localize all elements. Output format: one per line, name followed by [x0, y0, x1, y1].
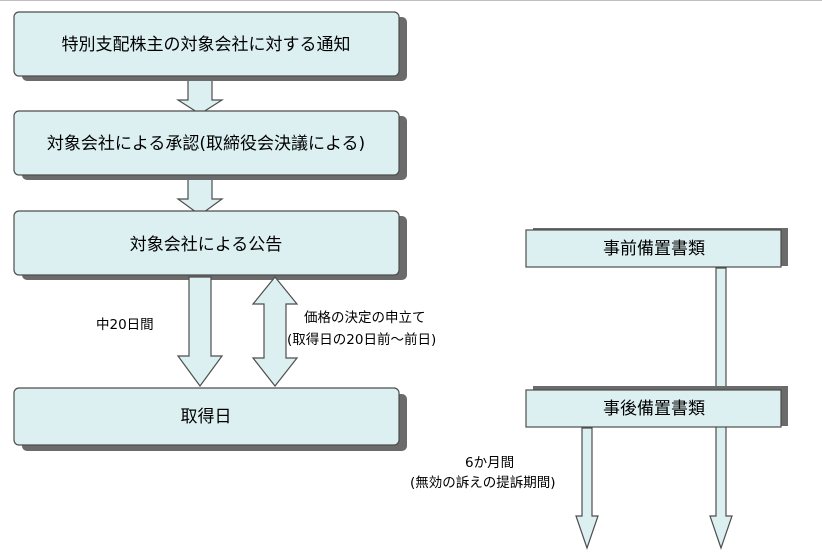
price-petition-double-arrow: [251, 276, 299, 387]
announcement-box-label: 対象会社による公告: [130, 235, 283, 255]
approval-box: 対象会社による承認(取締役会決議による): [13, 110, 407, 180]
approval-box-body: [13, 110, 400, 176]
announcement-box: 対象会社による公告: [13, 210, 407, 280]
pre-documents-box-label: 事前備置書類: [603, 239, 705, 259]
notice-box-body: [13, 11, 400, 77]
interval-label: 中20日間: [96, 317, 154, 333]
price-petition-label-line1: 価格の決定の申立て: [304, 310, 426, 326]
top-border-line: [0, 0, 822, 1]
pre-documents-box-body: [525, 229, 782, 268]
acquisition-date-box-label: 取得日: [181, 407, 232, 427]
period-down-arrow: [575, 427, 599, 550]
approval-box-label: 対象会社による承認(取締役会決議による): [47, 134, 365, 154]
period-label-line1: 6か月間: [465, 455, 514, 471]
down-arrow-approval-to-announcement: [176, 176, 224, 216]
interval-down-arrow: [176, 276, 224, 388]
price-petition-label-line2: (取得日の20日前～前日): [287, 331, 436, 348]
post-documents-box-label: 事後備置書類: [603, 399, 705, 419]
notice-box-label: 特別支配株主の対象会社に対する通知: [62, 35, 351, 55]
down-arrow-notice-to-approval: [175, 77, 225, 115]
post-documents-box-body: [525, 389, 782, 428]
acquisition-date-box-body: [13, 387, 400, 446]
acquisition-date-box: 取得日: [13, 387, 407, 451]
notice-box: 特別支配株主の対象会社に対する通知: [13, 11, 407, 81]
post-documents-box: 事後備置書類: [525, 386, 788, 428]
pre-documents-box: 事前備置書類: [525, 228, 788, 268]
announcement-box-body: [13, 210, 400, 276]
period-label-line2: (無効の訴えの提訴期間): [410, 475, 556, 491]
